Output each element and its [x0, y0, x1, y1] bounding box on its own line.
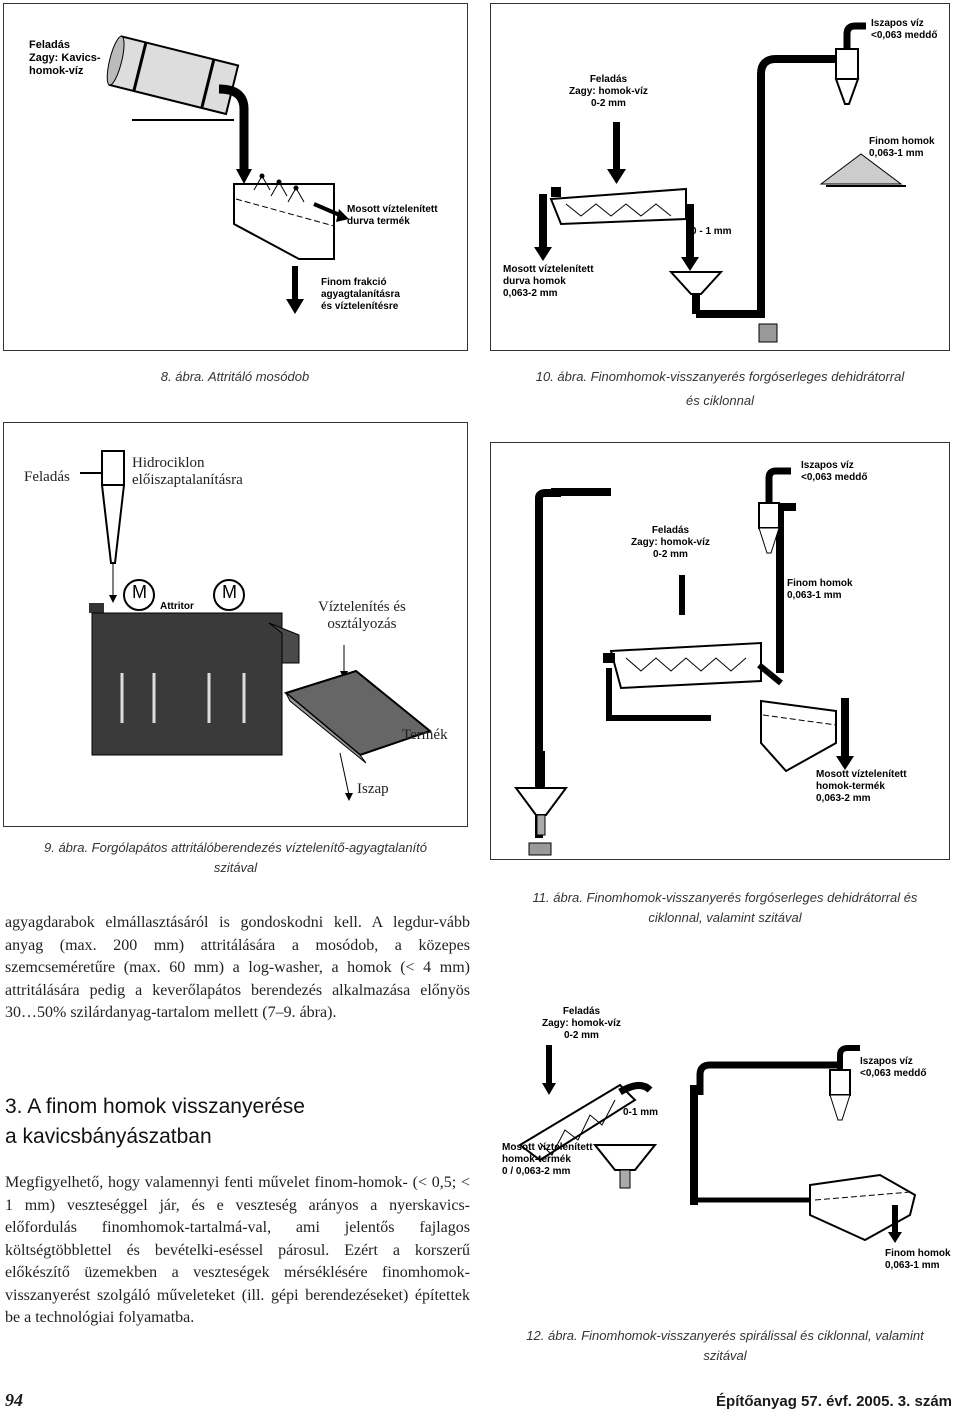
figure-10: Feladás Zagy: homok-víz 0-2 mm Iszapos v…: [490, 3, 950, 351]
attrition-drum-diagram: [106, 35, 349, 314]
dehydrator-cyclone-screen-diagram: [514, 467, 854, 856]
fig10-input-label: Feladás Zagy: homok-víz 0-2 mm: [569, 74, 648, 109]
fig11-mud-label: Iszapos víz <0,063 meddő: [801, 460, 868, 483]
fig8-fine-label: Finom frakció agyagtalanításra és víztel…: [321, 277, 400, 312]
fig9-sludge-label: Iszap: [357, 781, 389, 797]
fig9-motor-2: M: [222, 582, 237, 602]
fig8-washed-label: Mosott víztelenített durva termék: [347, 204, 438, 227]
fig10-fine-label: Finom homok 0,063-1 mm: [869, 136, 935, 159]
fig8-input-label: Feladás Zagy: Kavics- homok-víz: [29, 39, 101, 77]
fig11-caption: 11. ábra. Finomhomok-visszanyerés forgós…: [532, 890, 918, 925]
fig9-feed-label: Feladás: [24, 469, 70, 485]
fig12-mud-label: Iszapos víz <0,063 meddő: [860, 1056, 927, 1079]
fig10-01-label: 0 - 1 mm: [691, 226, 732, 237]
fig10-coarse-label: Mosott víztelenített durva homok 0,063-2…: [503, 264, 594, 299]
fig10-caption: 10. ábra. Finomhomok-visszanyerés forgós…: [535, 369, 905, 408]
fig9-product-label: Termék: [402, 727, 448, 743]
fig12-fine-label: Finom homok 0,063-1 mm: [885, 1248, 951, 1271]
journal-info: Építőanyag 57. évf. 2005. 3. szám: [716, 1393, 952, 1410]
fig9-motor-1: M: [132, 582, 147, 602]
fig9-attritor-label: Attritor: [160, 601, 194, 612]
dehydrator-cyclone-diagram-10: [534, 22, 906, 343]
fig10-mud-label: Iszapos víz <0,063 meddő: [871, 18, 938, 41]
figure-8: Feladás Zagy: Kavics- homok-víz Mosott v…: [3, 3, 468, 351]
paragraph-2: Megfigyelhető, hogy valamennyi fenti műv…: [5, 1174, 470, 1326]
fig12-caption: 12. ábra. Finomhomok-visszanyerés spirál…: [526, 1328, 924, 1363]
fig9-caption: 9. ábra. Forgólapátos attritálóberendezé…: [43, 840, 428, 875]
fig11-fine-label: Finom homok 0,063-1 mm: [787, 578, 853, 601]
fig12-01-label: 0-1 mm: [623, 1107, 659, 1118]
fig12-product-label: Mosott víztelenített homok-termék 0 / 0,…: [502, 1142, 593, 1177]
fig11-product-label: Mosott víztelenített homok-termék 0,063-…: [816, 769, 907, 804]
paragraph-1: agyagdarabok elmállasztásáról is gondosk…: [5, 914, 470, 1021]
section-heading: 3. A finom homok visszanyerése a kavicsb…: [5, 1095, 305, 1148]
page-number: 94: [5, 1390, 23, 1410]
figure-9: Feladás Hidrociklon előiszaptalanításra …: [3, 422, 468, 827]
fig11-input-label: Feladás Zagy: homok-víz 0-2 mm: [631, 525, 710, 560]
fig12-input-label: Feladás Zagy: homok-víz 0-2 mm: [542, 1006, 621, 1041]
figure-12: Feladás Zagy: homok-víz 0-2 mm Iszapos v…: [490, 1000, 951, 1310]
attrition-drum: [106, 35, 240, 116]
fig8-caption: 8. ábra. Attritáló mosódob: [160, 369, 310, 384]
fig9-hydro-label: Hidrociklon előiszaptalanításra: [132, 455, 243, 488]
attritor-diagram: [80, 450, 433, 801]
fig9-dewater-label: Víztelenítés és osztályozás: [318, 599, 406, 632]
spiral-cyclone-screen-diagram: [518, 1045, 917, 1243]
figure-11: Iszapos víz <0,063 meddő Feladás Zagy: h…: [490, 442, 950, 860]
